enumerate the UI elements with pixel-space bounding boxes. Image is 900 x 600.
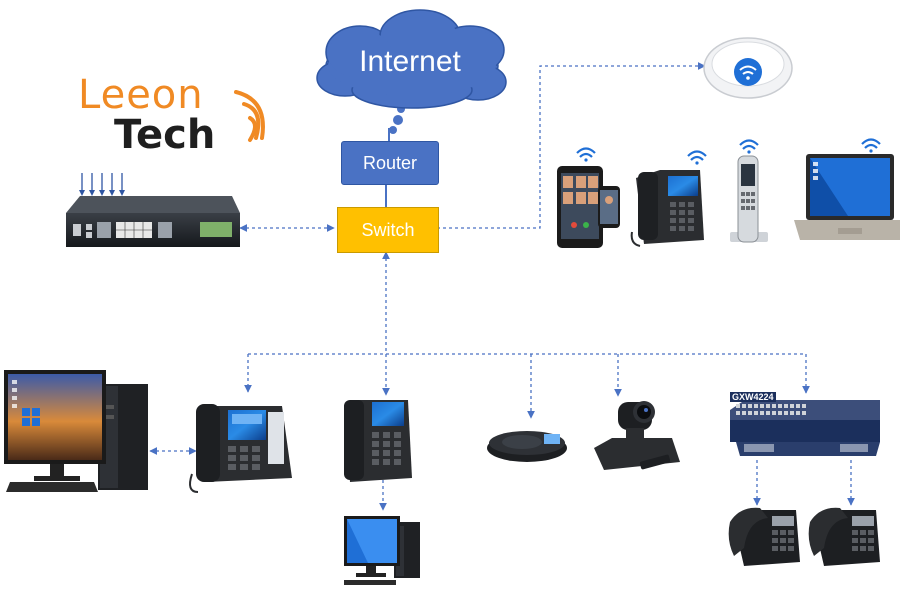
wifi-ip-phone [630, 170, 704, 247]
logo-line-1: Leeon [78, 72, 204, 118]
wifi-access-point [703, 37, 793, 99]
analog-phone-right [808, 507, 880, 566]
company-logo: Leeon Tech [78, 72, 298, 162]
ip-pbx [66, 173, 240, 247]
ptz-camera [594, 401, 680, 470]
ip-phone-center [344, 400, 412, 482]
connector-bubbles [389, 105, 405, 134]
logo-swoosh-icon [234, 90, 265, 142]
conference-phone [487, 431, 567, 462]
desktop-pc [4, 370, 148, 492]
wifi-icon [687, 150, 707, 165]
tablet-and-smartphone [557, 166, 620, 248]
executive-ip-phone [189, 404, 292, 493]
connection-lines [149, 62, 855, 511]
internet-label: Internet [359, 45, 461, 78]
wifi-icon [739, 139, 759, 154]
router-node: Router [341, 141, 439, 185]
logo-line-2: Tech [114, 112, 216, 158]
wifi-icon [576, 147, 596, 162]
gateway-model-label: GXW4224 [730, 392, 776, 402]
small-desktop-pc [344, 516, 420, 585]
analog-gateway [730, 400, 880, 456]
analog-phone-left [728, 507, 800, 566]
link-router-internet [385, 128, 390, 208]
laptop [794, 154, 900, 240]
wifi-icon [861, 138, 881, 153]
switch-node: Switch [337, 207, 439, 253]
cordless-wifi-phone [730, 155, 768, 243]
